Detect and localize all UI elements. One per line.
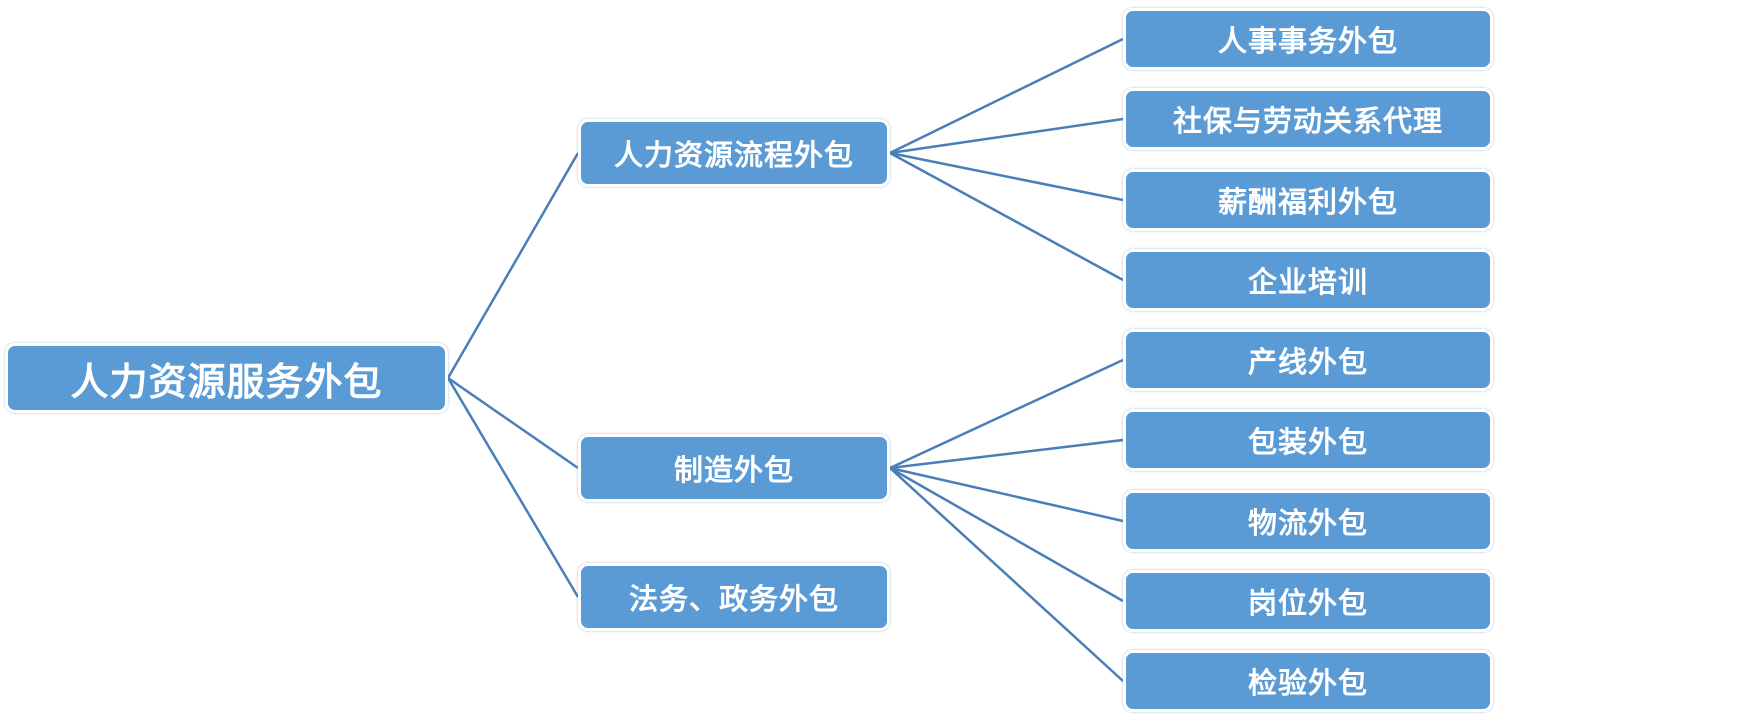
leaf-node-personnel-affairs-outsourcing: 人事事务外包 [1123, 8, 1493, 70]
leaf-node-packaging-outsourcing: 包装外包 [1123, 409, 1493, 471]
branch-node-legal-government-outsourcing: 法务、政务外包 [578, 563, 890, 631]
connector-hrp-to-training [889, 151, 1124, 282]
root-node-hr-service-outsourcing: 人力资源服务外包 [5, 343, 448, 413]
connector-mfg-to-inspection [889, 467, 1124, 682]
leaf-node-compensation-benefits-outsourcing: 薪酬福利外包 [1123, 169, 1493, 231]
branch-node-hr-process-outsourcing: 人力资源流程外包 [578, 119, 890, 187]
connector-hrp-to-personnel [889, 37, 1124, 155]
leaf-node-inspection-outsourcing: 检验外包 [1123, 650, 1493, 712]
connector-mfg-to-production-line [889, 358, 1124, 470]
leaf-node-corporate-training: 企业培训 [1123, 249, 1493, 311]
connector-mfg-to-position [889, 466, 1124, 603]
connector-mfg-to-logistics [889, 466, 1124, 523]
connector-hrp-to-compensation [889, 151, 1124, 202]
connector-mfg-to-packaging [889, 438, 1124, 470]
connector-root-to-legal-gov [446, 377, 580, 598]
connector-root-to-hr-process [446, 152, 580, 379]
branch-node-manufacturing-outsourcing: 制造外包 [578, 434, 890, 502]
leaf-node-social-insurance-labor-relations-agency: 社保与劳动关系代理 [1123, 88, 1493, 150]
leaf-node-logistics-outsourcing: 物流外包 [1123, 490, 1493, 552]
connector-hrp-to-social-insurance [889, 117, 1124, 155]
connector-root-to-manufacturing [447, 376, 579, 470]
leaf-node-position-outsourcing: 岗位外包 [1123, 570, 1493, 632]
leaf-node-production-line-outsourcing: 产线外包 [1123, 329, 1493, 391]
